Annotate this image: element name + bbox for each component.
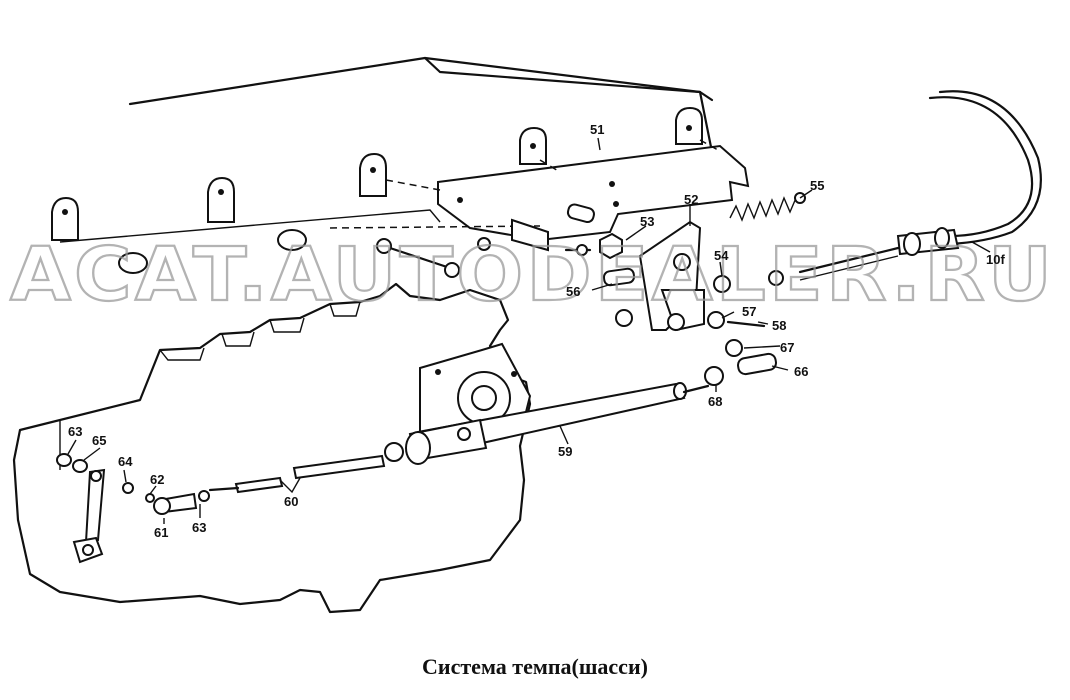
hardware-small-parts bbox=[376, 203, 784, 386]
label-53: 53 bbox=[640, 214, 654, 229]
label-62: 62 bbox=[150, 472, 164, 487]
small-rod-60 bbox=[122, 442, 404, 515]
leader-lines bbox=[67, 137, 991, 524]
control-rod-59 bbox=[405, 382, 710, 465]
lever-bracket-52 bbox=[638, 220, 705, 332]
part-labels: 51 52 53 54 55 56 57 58 67 66 68 59 60 6… bbox=[68, 122, 1005, 540]
label-68: 68 bbox=[708, 394, 722, 409]
engine-block bbox=[12, 282, 532, 614]
diagram-caption: Система темпа(шасси) bbox=[422, 654, 648, 679]
label-55: 55 bbox=[810, 178, 824, 193]
lever-arm bbox=[56, 453, 106, 564]
label-58: 58 bbox=[772, 318, 786, 333]
spring-55 bbox=[729, 192, 806, 222]
label-10f: 10f bbox=[986, 252, 1005, 267]
watermark-text: ACAT.AUTODEALER.RU bbox=[10, 232, 1055, 318]
label-63-upper: 63 bbox=[68, 424, 82, 439]
label-59: 59 bbox=[558, 444, 572, 459]
label-54: 54 bbox=[714, 248, 729, 263]
label-63-lower: 63 bbox=[192, 520, 206, 535]
bracket-plate-51 bbox=[329, 139, 750, 242]
control-cable-10f bbox=[798, 90, 1042, 281]
label-66: 66 bbox=[794, 364, 808, 379]
chassis-frame bbox=[51, 56, 714, 274]
frame-brackets bbox=[51, 106, 703, 241]
label-51: 51 bbox=[590, 122, 604, 137]
label-52: 52 bbox=[684, 192, 698, 207]
label-56: 56 bbox=[566, 284, 580, 299]
label-65: 65 bbox=[92, 433, 106, 448]
label-64: 64 bbox=[118, 454, 133, 469]
label-61: 61 bbox=[154, 525, 168, 540]
label-57: 57 bbox=[742, 304, 756, 319]
label-60: 60 bbox=[284, 494, 298, 509]
label-67: 67 bbox=[780, 340, 794, 355]
